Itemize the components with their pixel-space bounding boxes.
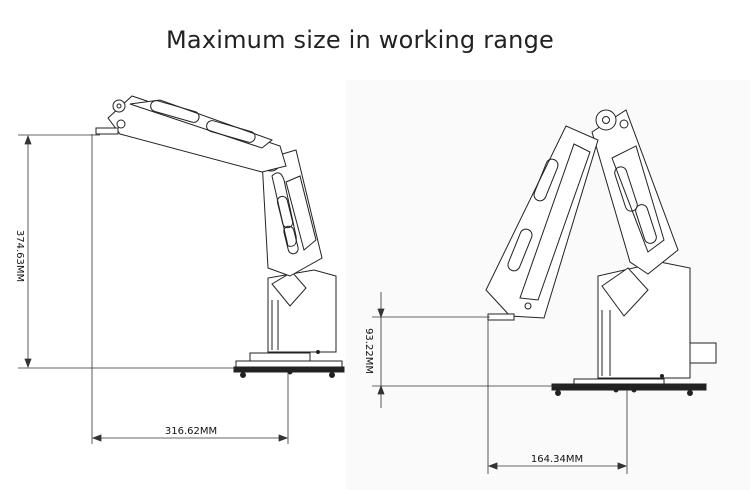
left-dimension-lines <box>18 134 289 444</box>
right-height-dimension: 93.22MM <box>363 328 374 374</box>
right-dimension-lines <box>372 292 628 474</box>
left-reach-dimension: 316.62MM <box>165 426 217 437</box>
right-robot-arm <box>485 109 717 396</box>
left-robot-arm <box>95 95 345 378</box>
right-reach-dimension: 164.34MM <box>531 454 583 465</box>
diagram-title: Maximum size in working range <box>166 26 554 54</box>
left-height-dimension: 374.63MM <box>14 230 25 282</box>
